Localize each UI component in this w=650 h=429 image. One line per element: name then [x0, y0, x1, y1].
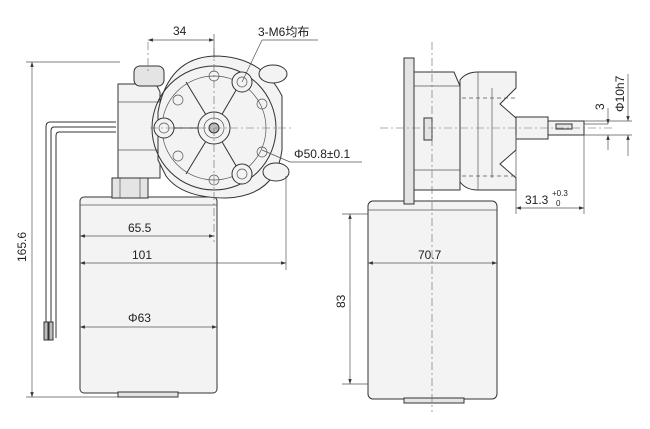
- dim-motor-length: 83: [334, 213, 368, 385]
- dim-motor-dia: Φ63: [80, 311, 217, 329]
- dim-gear-width: 65.5: [80, 221, 214, 238]
- dim-total-height: 165.6: [15, 61, 120, 398]
- label-side-width: 70.7: [418, 248, 442, 262]
- dim-top-width: 34: [148, 24, 215, 58]
- dim-shaft-dia: Φ10h7: [584, 74, 632, 156]
- label-shaft-tol-upper: +0.3: [552, 189, 568, 198]
- label-shaft-tol-lower: 0: [556, 199, 561, 208]
- gearbox-tower: [117, 83, 161, 179]
- label-flat: 3: [593, 103, 607, 110]
- label-top-width: 34: [173, 24, 187, 38]
- gear-cover: [151, 55, 290, 199]
- label-total-height: 165.6: [15, 232, 29, 262]
- dim-shaft-length: 31.3 +0.3 0: [515, 135, 585, 214]
- label-motor-dia: Φ63: [128, 311, 151, 325]
- label-shaft-length: 31.3: [525, 193, 549, 207]
- dim-holes: 3-M6均布: [241, 25, 318, 83]
- label-overall-width: 101: [132, 248, 152, 262]
- dim-side-width: 70.7: [368, 248, 497, 265]
- label-shaft-dia: Φ10h7: [613, 75, 627, 112]
- dim-bolt-circle: Φ50.8±0.1: [261, 147, 362, 163]
- dim-flat: 3: [584, 103, 610, 150]
- label-holes: 3-M6均布: [258, 25, 309, 39]
- label-gear-width: 65.5: [128, 221, 152, 235]
- lead-wires: [43, 121, 116, 341]
- label-bolt-circle: Φ50.8±0.1: [294, 147, 351, 161]
- front-view: 34 3-M6均布 Φ50.8±0.1 65.5 101 Φ63: [15, 24, 362, 398]
- dim-overall-width: 101: [80, 176, 287, 270]
- motor-body-side: [367, 200, 498, 400]
- side-view: Φ10h7 3 31.3 +0.3 0 70.7 83: [334, 42, 632, 412]
- label-motor-length: 83: [334, 294, 348, 308]
